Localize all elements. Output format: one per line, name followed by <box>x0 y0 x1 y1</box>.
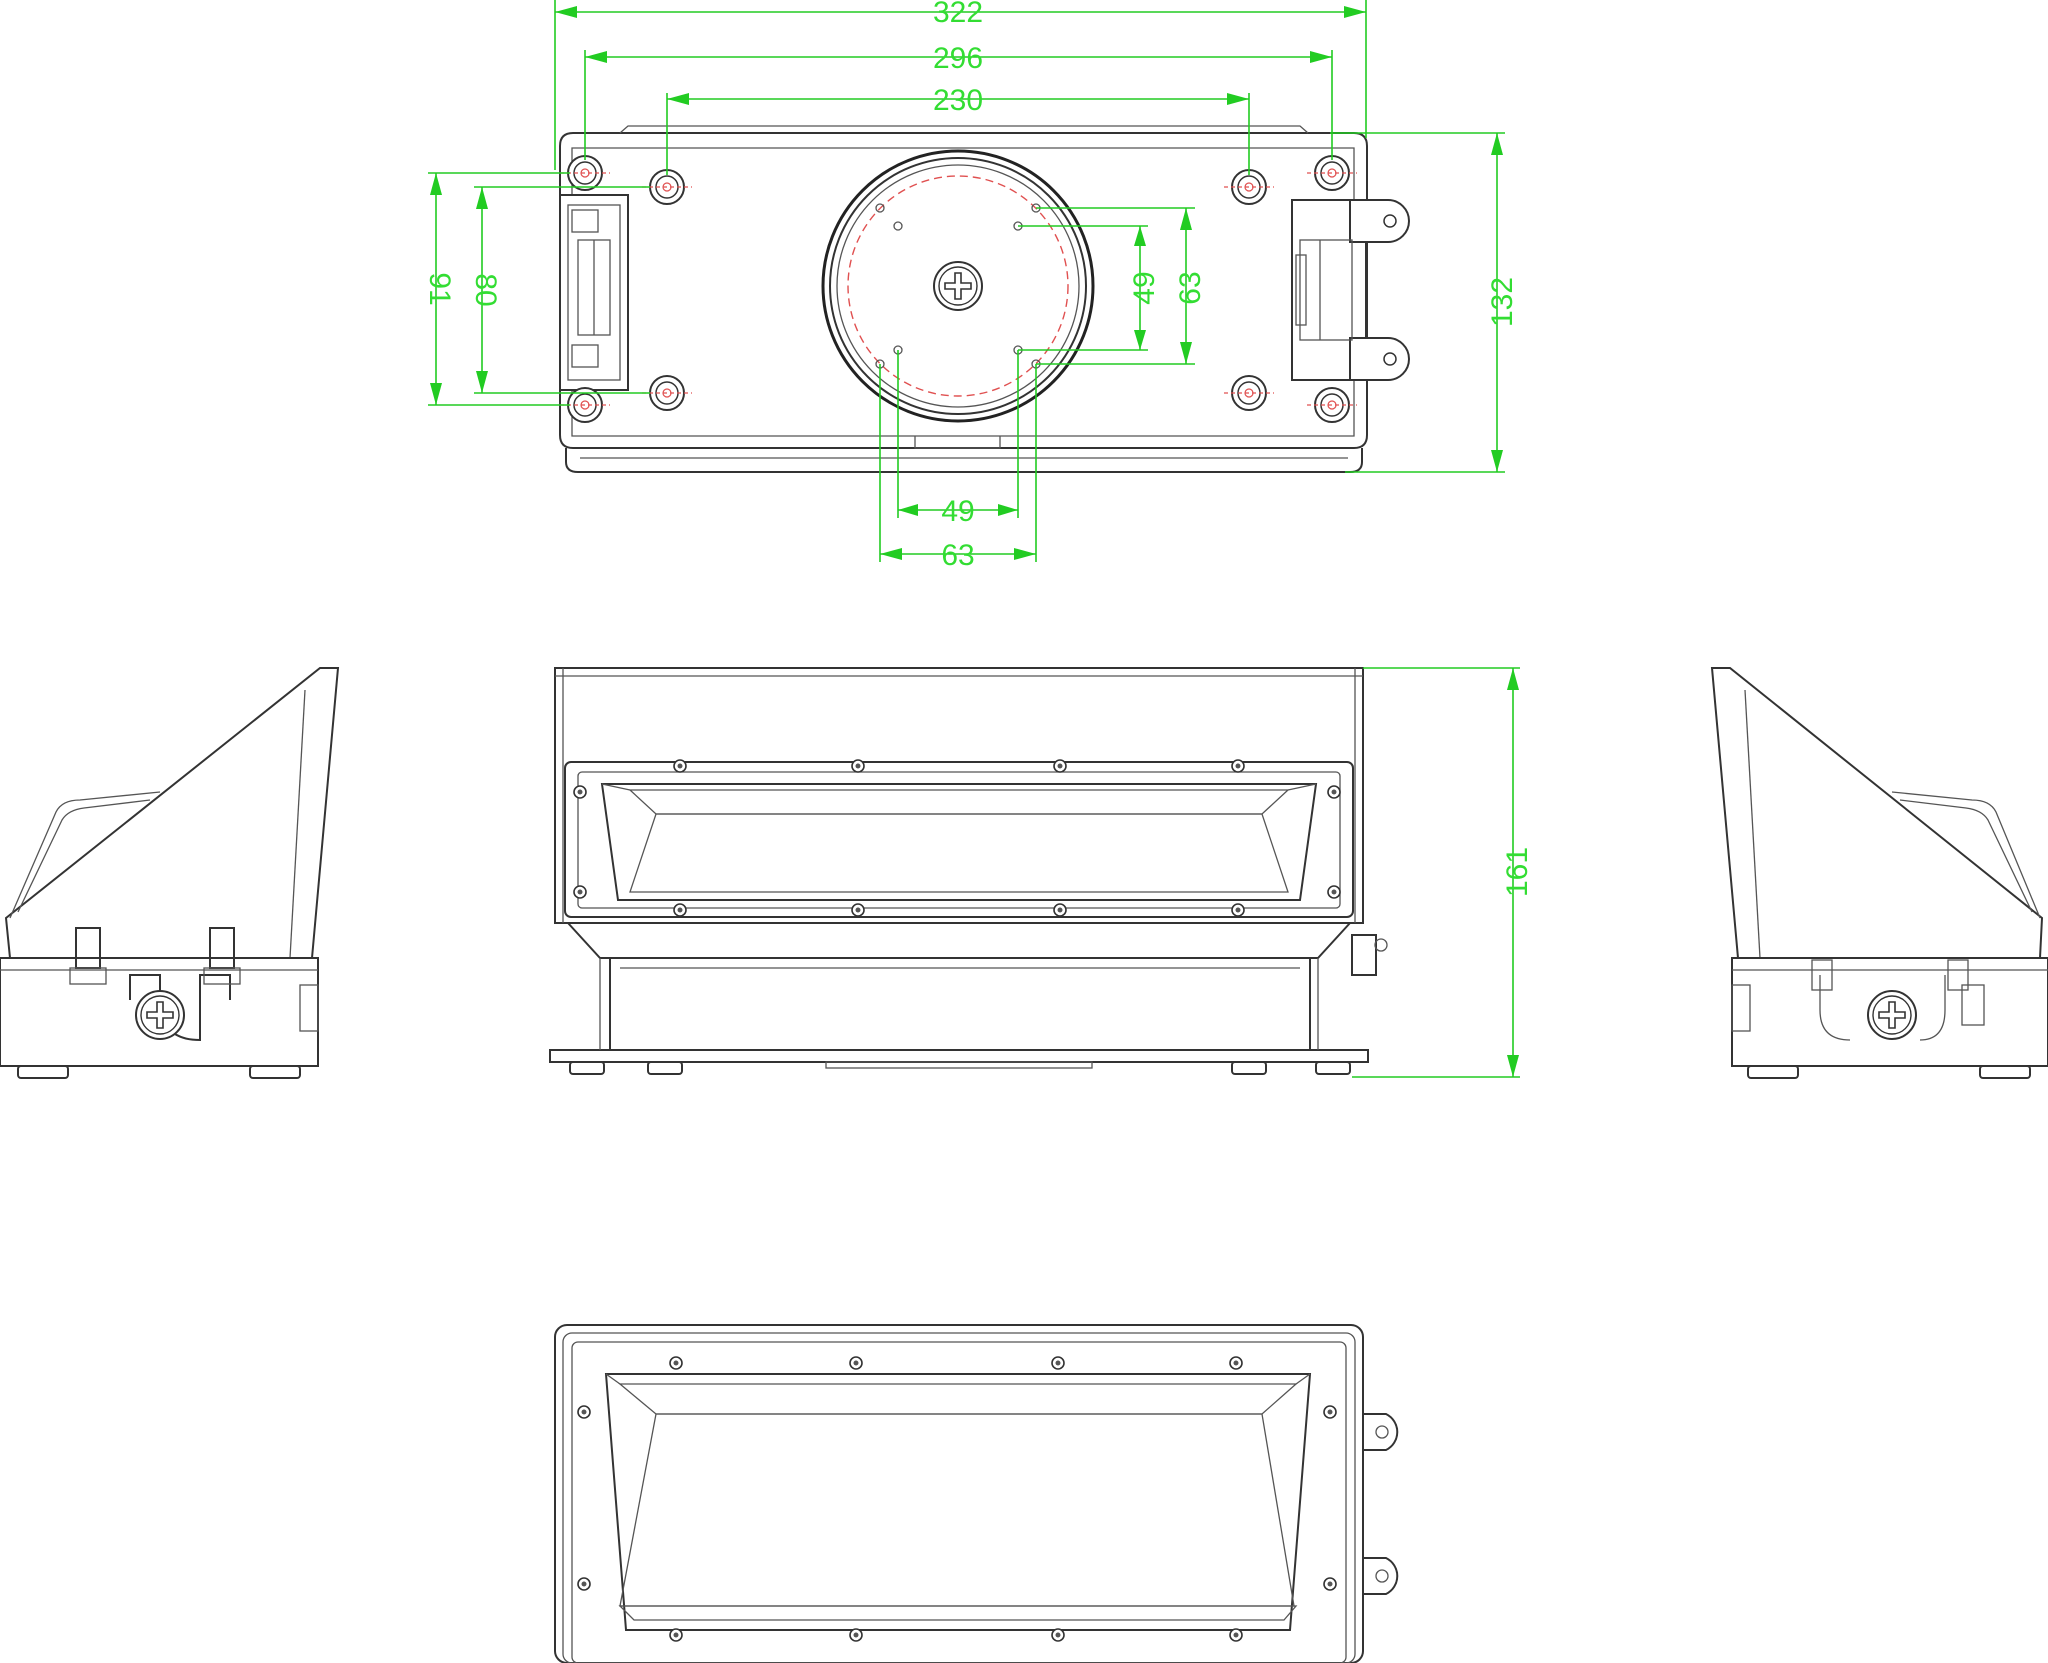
dim-bracket-large-right: 63 <box>1036 207 1207 365</box>
dim-outer-hole-height: 91 <box>423 172 570 406</box>
dim-text-bracket-large-right: 63 <box>1174 271 1207 304</box>
dim-overall-height: 161 <box>1352 667 1534 1078</box>
dim-bracket-small-bottom: 49 <box>897 350 1019 528</box>
dim-inner-hole-height: 80 <box>469 186 650 394</box>
right-side-view <box>1710 667 2048 1079</box>
dim-text-inner-hole-width: 230 <box>933 84 983 117</box>
grille-view <box>554 1324 1399 1663</box>
top-view: 322 296 230 132 <box>423 0 1519 572</box>
dim-overall-width: 322 <box>554 0 1367 170</box>
dim-text-overall-depth: 132 <box>1486 277 1519 327</box>
dim-text-overall-width: 322 <box>933 0 983 29</box>
dim-inner-hole-width: 230 <box>666 84 1250 175</box>
grille-view-screws <box>577 1356 1337 1642</box>
dim-overall-depth: 132 <box>1330 132 1519 473</box>
left-side-view <box>0 667 340 1079</box>
dim-bracket-large-bottom: 63 <box>879 364 1037 572</box>
dim-text-outer-hole-height: 91 <box>423 272 456 305</box>
dim-bracket-small-right: 49 <box>1018 225 1161 351</box>
dim-text-overall-height: 161 <box>1501 847 1534 897</box>
dim-text-bracket-small-right: 49 <box>1128 271 1161 304</box>
dim-text-bracket-large-bottom: 63 <box>941 539 974 572</box>
dim-mounting-width: 296 <box>584 42 1333 160</box>
dim-text-mounting-width: 296 <box>933 42 983 75</box>
front-view: 161 <box>549 667 1534 1078</box>
dim-text-inner-hole-height: 80 <box>469 273 502 306</box>
dim-text-bracket-small-bottom: 49 <box>941 495 974 528</box>
